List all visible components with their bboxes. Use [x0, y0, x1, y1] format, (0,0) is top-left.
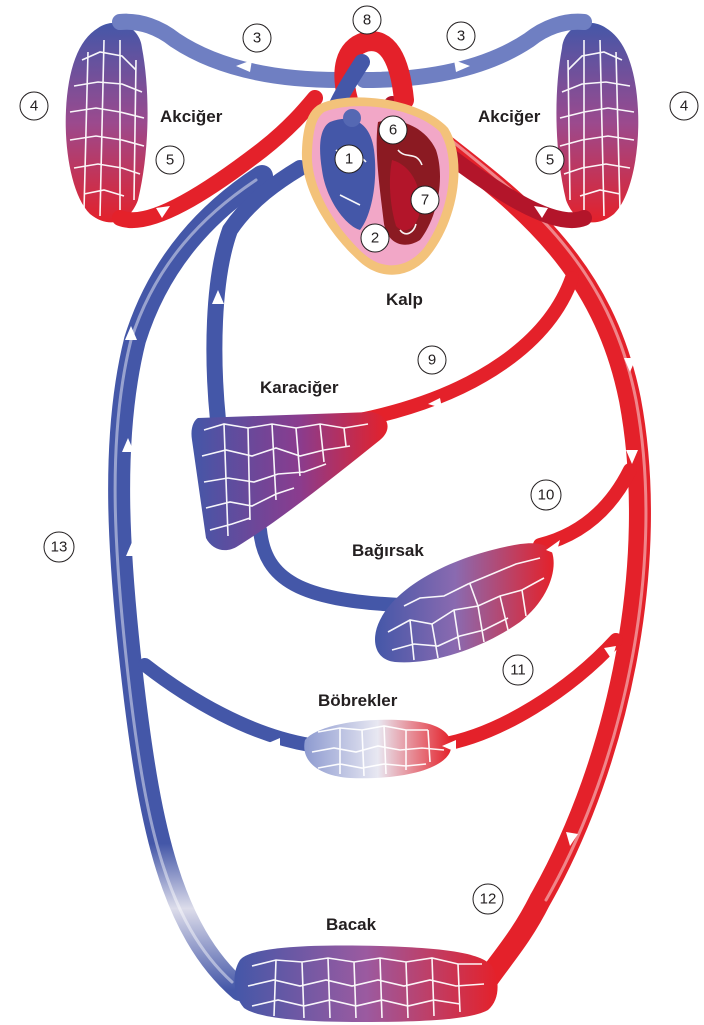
marker-2: 2 — [361, 224, 389, 252]
svg-text:4: 4 — [680, 98, 688, 115]
svg-text:6: 6 — [389, 122, 397, 139]
marker-7: 7 — [411, 186, 439, 214]
marker-10: 10 — [531, 480, 561, 510]
marker-11: 11 — [503, 655, 533, 685]
label-lung-left: Akciğer — [160, 107, 223, 126]
label-liver: Karaciğer — [260, 378, 339, 397]
marker-6: 6 — [379, 116, 407, 144]
marker-12: 12 — [473, 884, 503, 914]
marker-4-right: 4 — [670, 92, 698, 120]
label-lung-right: Akciğer — [478, 107, 541, 126]
svg-text:13: 13 — [51, 539, 68, 556]
label-intestine: Bağırsak — [352, 541, 424, 560]
lung-left — [66, 23, 148, 223]
marker-3-right: 3 — [447, 22, 475, 50]
marker-9: 9 — [418, 346, 446, 374]
intestine — [375, 543, 554, 662]
pulmonary-artery-left — [120, 22, 340, 80]
label-leg: Bacak — [326, 915, 377, 934]
marker-3-left: 3 — [243, 24, 271, 52]
marker-4-left: 4 — [20, 92, 48, 120]
svg-text:3: 3 — [253, 30, 261, 47]
lung-right — [556, 23, 638, 223]
svg-text:5: 5 — [546, 152, 554, 169]
label-heart: Kalp — [386, 290, 423, 309]
vein-renal — [145, 665, 310, 745]
marker-5-right: 5 — [536, 146, 564, 174]
svg-text:12: 12 — [480, 891, 497, 908]
svg-text:7: 7 — [421, 192, 429, 209]
svg-text:2: 2 — [371, 230, 379, 247]
marker-8: 8 — [353, 6, 381, 34]
svg-text:10: 10 — [538, 487, 555, 504]
svg-text:9: 9 — [428, 352, 436, 369]
svg-text:4: 4 — [30, 98, 38, 115]
svg-text:11: 11 — [510, 662, 526, 679]
marker-13: 13 — [44, 532, 74, 562]
kidneys — [304, 720, 451, 779]
marker-1: 1 — [335, 145, 363, 173]
label-kidneys: Böbrekler — [318, 691, 398, 710]
vein-systemic-left — [119, 176, 262, 990]
leg — [234, 946, 497, 1022]
marker-5-left: 5 — [156, 146, 184, 174]
svg-text:1: 1 — [345, 151, 353, 168]
liver — [191, 412, 387, 550]
svg-text:5: 5 — [166, 152, 174, 169]
artery-renal — [440, 640, 616, 745]
liver-shape — [191, 412, 387, 550]
svg-text:3: 3 — [457, 28, 465, 45]
svg-text:8: 8 — [363, 12, 371, 29]
